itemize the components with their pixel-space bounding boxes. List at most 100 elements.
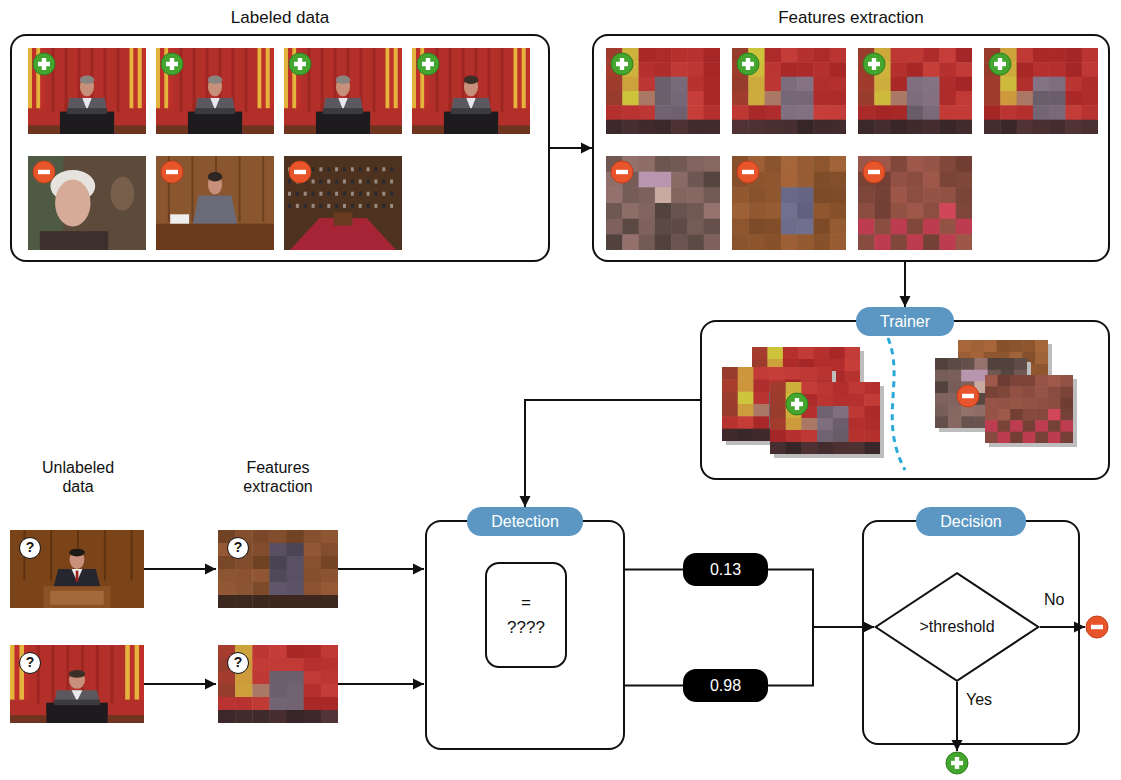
feature-pixel	[935, 416, 949, 428]
feature-pixel	[849, 394, 865, 407]
feature-pixel	[830, 187, 846, 203]
box-heading: Features extraction	[594, 8, 1108, 28]
feature-pixel	[864, 394, 880, 407]
flag-stripe	[125, 645, 130, 700]
feature-pixel	[252, 697, 270, 711]
feature-pixel	[858, 105, 875, 120]
feature-pixel	[304, 569, 322, 583]
box-heading: Labeled data	[12, 8, 548, 28]
feature-pixel	[1065, 91, 1082, 106]
arrowhead	[581, 143, 592, 154]
photo-background	[412, 48, 530, 134]
decision-diamond: >threshold	[874, 572, 1040, 682]
feature-image	[858, 48, 972, 134]
feature-pixel	[732, 120, 749, 134]
shirt	[72, 690, 83, 701]
feature-pixel	[797, 203, 814, 219]
deputy	[319, 192, 322, 196]
hair	[80, 76, 95, 85]
feature-pixel	[770, 406, 786, 419]
feature-pixel	[639, 172, 656, 188]
feature-pixel	[321, 697, 338, 711]
positive-icon	[611, 53, 633, 75]
connector-line	[768, 570, 874, 628]
feature-pixel	[687, 105, 704, 120]
hair	[208, 76, 223, 85]
feature-pixel	[817, 406, 833, 419]
feature-pixel	[622, 219, 639, 235]
feature-pixel	[704, 203, 720, 219]
feature-pixel	[704, 172, 720, 188]
wood-panel	[131, 530, 133, 581]
feature-pixel	[687, 48, 704, 63]
ghost-face	[111, 177, 135, 211]
feature-pixel	[1060, 420, 1073, 432]
feature-pixel	[1017, 48, 1034, 63]
deputy	[335, 180, 338, 184]
positive-icon	[33, 53, 55, 75]
feature-pixel	[939, 62, 956, 77]
feature-pixel	[1048, 432, 1061, 443]
feature-pixel	[252, 645, 270, 659]
feature-pixel	[830, 156, 846, 172]
feature-pixel	[606, 91, 623, 106]
feature-pixel	[817, 394, 833, 407]
feature-pixel	[304, 645, 322, 659]
feature-pixel	[671, 219, 688, 235]
label-holder: ?	[227, 537, 249, 559]
feature-pixel	[985, 420, 998, 432]
deputy	[351, 192, 354, 196]
feature-pixel	[833, 430, 849, 443]
hair	[69, 549, 85, 557]
feature-pixel	[218, 697, 236, 711]
podium	[60, 112, 114, 134]
feature-image	[732, 156, 846, 250]
feature-pixel	[671, 234, 688, 250]
feature-pixel	[1010, 375, 1023, 387]
feature-pixel	[304, 582, 322, 596]
bench	[114, 125, 146, 134]
feature-pixel	[269, 569, 287, 583]
feature-pixel	[321, 530, 338, 544]
positive-icon	[737, 53, 759, 75]
feature-pixel	[956, 234, 972, 250]
feature-pixel	[722, 367, 738, 380]
negative-icon	[289, 161, 311, 183]
feature-pixel	[671, 62, 688, 77]
feature-pixel	[1000, 120, 1017, 134]
feature-pixel	[622, 77, 639, 92]
feature-pixel	[287, 684, 305, 698]
deputy	[351, 167, 354, 171]
flag-stripe	[518, 48, 522, 108]
flag-stripe	[142, 48, 146, 108]
feature-pixel	[704, 156, 720, 172]
feature-pixel	[235, 595, 253, 608]
stage-box: Trainer	[700, 320, 1110, 480]
bench	[156, 125, 188, 134]
feature-pixel	[752, 347, 768, 360]
flag-stripe	[514, 48, 518, 108]
feature-pixel	[907, 172, 924, 188]
feature-pixel	[939, 120, 956, 134]
feature-pixel	[874, 105, 891, 120]
photo	[28, 156, 146, 250]
feature-pixel	[833, 418, 849, 431]
photo	[10, 530, 144, 608]
feature-pixel	[1065, 48, 1082, 63]
shirt	[210, 98, 219, 110]
feature-image	[984, 48, 1098, 134]
positive-icon-disc	[33, 53, 55, 75]
feature-pixel	[1065, 62, 1082, 77]
positive-icon-bar	[746, 58, 750, 70]
bench	[242, 125, 274, 134]
feature-pixel	[833, 382, 849, 395]
deputy	[382, 204, 385, 208]
feature-pixel	[1035, 432, 1048, 443]
deputy	[288, 204, 291, 208]
deputy	[312, 180, 315, 184]
feature-pixel	[738, 404, 754, 417]
feature-pixel	[956, 203, 972, 219]
feature-pixel	[753, 416, 769, 429]
feature-pixel	[797, 48, 814, 63]
connector	[625, 685, 683, 686]
